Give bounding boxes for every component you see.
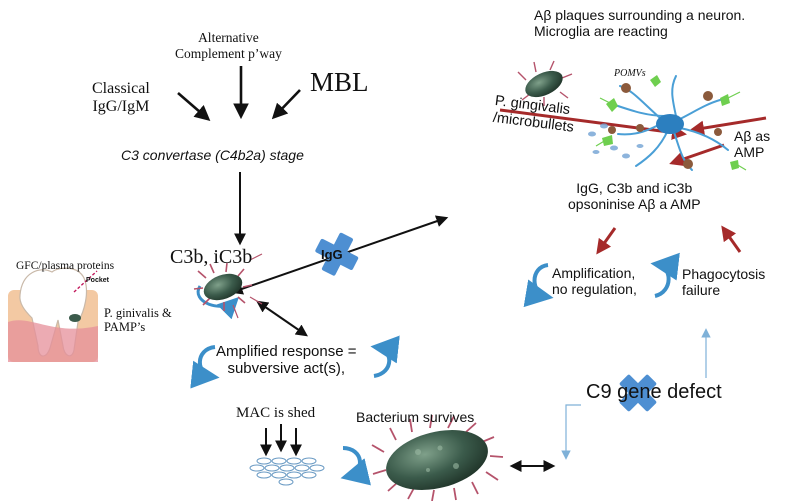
alternative-line2: Complement p’way: [175, 45, 282, 61]
c3b-label: C3b, iC3b: [170, 246, 253, 268]
tooth-illustration: [8, 267, 98, 362]
c9-link-line: [561, 404, 581, 460]
red-arrow-pg: [499, 108, 687, 140]
amplified-line2: subversive act(s),: [227, 360, 346, 378]
c3b-radiating-marks: [232, 253, 263, 319]
mac-rings-icon: [249, 457, 325, 486]
amplified-line1: Amplified response =: [216, 343, 357, 360]
pg-pamp-line1: P. ginivalis &: [104, 306, 172, 320]
phagocytosis-label: Phagocytosis failure: [682, 266, 765, 298]
c3b-curl-arrow: [196, 285, 239, 320]
abeta-amp-line2: AMP: [734, 144, 765, 161]
amplified-response-label: Amplified response = subversive act(s),: [216, 343, 357, 378]
c9-defect-label: C9 gene defect: [586, 381, 722, 403]
red-arrow-amplification: [596, 227, 617, 255]
bacterium-survives-label: Bacterium survives: [356, 409, 475, 425]
red-arrow-upper: [689, 116, 767, 136]
c3b-bacterium: [193, 262, 253, 311]
red-arrow-amp: [669, 143, 725, 167]
classical-line2: IgG/IgM: [92, 98, 150, 116]
pg-pamp-label: P. ginivalis & PAMP’s: [104, 306, 172, 335]
mbl-arrow: [271, 89, 301, 120]
cycle-arrow-left-amplification: [523, 263, 554, 308]
neuron-illustration: [588, 75, 747, 171]
opsonise-line1: IgG, C3b and iC3b: [576, 180, 693, 196]
cycle-arrow-mac: [340, 446, 372, 486]
neuron-title: Aβ plaques surrounding a neuron. Microgl…: [534, 7, 745, 39]
pomvs-label: POMVs: [614, 68, 646, 79]
pocket-label: Pocket: [86, 277, 109, 284]
convertase-label: C3 convertase (C4b2a) stage: [121, 147, 304, 163]
opsonise-label: IgG, C3b and iC3b opsoninise Aβ a AMP: [568, 180, 701, 212]
abeta-amp-label: Aβ as AMP: [734, 128, 770, 160]
gfc-label: GFC/plasma proteins: [16, 260, 115, 272]
cycle-arrow-right-amplified: [370, 335, 400, 378]
classical-arrow: [177, 92, 211, 122]
igg-label: IgG: [321, 247, 343, 262]
c9-cross-icon: [619, 374, 657, 412]
classical-line1: Classical: [92, 80, 150, 97]
neuron-title-line1: Aβ plaques surrounding a neuron.: [534, 7, 746, 23]
amplification-line1: Amplification,: [552, 265, 636, 281]
amplification-line2: no regulation,: [552, 281, 637, 298]
amplification-label: Amplification, no regulation,: [552, 265, 637, 297]
neuron-title-line2: Microglia are reacting: [534, 23, 668, 40]
pg-bacterium-neuron: [517, 60, 573, 106]
surviving-bacterium: [371, 414, 504, 501]
phagocytosis-line1: Phagocytosis: [682, 266, 766, 282]
phagocytosis-line2: failure: [682, 282, 721, 299]
mac-shed-label: MAC is shed: [236, 405, 316, 421]
alternative-pathway-label: Alternative Complement p’way: [175, 30, 282, 61]
red-arrow-phagocytosis: [721, 225, 742, 253]
pg-pamp-line2: PAMP’s: [104, 320, 146, 335]
igg-cross-icon: [315, 232, 359, 276]
cycle-arrow-left-amplified: [190, 345, 220, 389]
classical-pathway-label: Classical IgG/IgM: [92, 80, 150, 117]
opsonise-line2: opsoninise Aβ a AMP: [568, 196, 701, 213]
abeta-amp-line1: Aβ as: [734, 128, 771, 144]
c3b-to-amplified-arrow: [256, 300, 308, 337]
cycle-arrow-right-amplification: [650, 252, 680, 298]
mbl-label: MBL: [310, 67, 369, 97]
alternative-line1: Alternative: [198, 30, 259, 45]
